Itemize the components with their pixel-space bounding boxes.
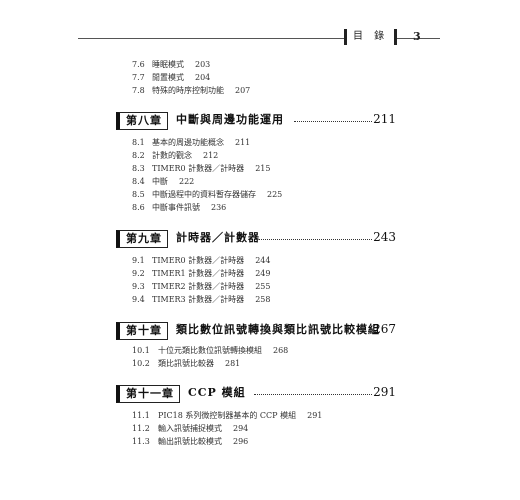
entry-page: 281: [225, 359, 241, 368]
entry-title: 基本的周邊功能概念: [152, 138, 224, 147]
entry-title: TIMER3 計數器／計時器: [152, 295, 245, 304]
entry-page: 296: [233, 437, 249, 446]
toc-entry: 10.1 十位元類比數位訊號轉換模組 268: [132, 345, 288, 356]
entry-page: 222: [179, 177, 195, 186]
toc-entry: 11.1 PIC18 系列微控制器基本的 CCP 模組 291: [132, 410, 322, 421]
entry-title: 輸入訊號捕捉模式: [158, 424, 222, 433]
toc-entry: 7.8 特殊的時序控制功能 207: [132, 85, 250, 96]
entry-title: 睡眠模式: [152, 60, 184, 69]
entry-page: 215: [255, 164, 271, 173]
entry-number: 8.5: [132, 190, 145, 199]
toc-entry: 7.7 閒置模式 204: [132, 72, 210, 83]
chapter-page: 291: [373, 385, 396, 399]
leader-dots: [256, 239, 372, 240]
toc-entry: 11.2 輸入訊號捕捉模式 294: [132, 423, 248, 434]
entry-title: PIC18 系列微控制器基本的 CCP 模組: [158, 411, 297, 420]
chapter-heading-9: 第九章 計時器／計數器 243: [116, 228, 396, 248]
toc-entry: 9.2 TIMER1 計數器／計時器 249: [132, 268, 270, 279]
entry-page: 207: [235, 86, 251, 95]
entry-title: 十位元類比數位訊號轉換模組: [158, 346, 262, 355]
chapter-page: 267: [373, 322, 396, 336]
entry-number: 7.7: [132, 73, 145, 82]
entry-number: 7.8: [132, 86, 145, 95]
chapter-label: 第十章: [116, 322, 168, 340]
running-header-section: 目 錄: [344, 29, 398, 45]
chapter-title: 類比數位訊號轉換與類比訊號比較模組: [176, 323, 380, 336]
entry-page: 203: [195, 60, 211, 69]
toc-entry: 7.6 睡眠模式 203: [132, 59, 210, 70]
entry-page: 244: [255, 256, 271, 265]
entry-title: 中斷事件訊號: [152, 203, 200, 212]
toc-entry: 8.6 中斷事件訊號 236: [132, 202, 226, 213]
entry-number: 11.3: [132, 437, 150, 446]
chapter-page: 211: [373, 112, 396, 126]
entry-title: 類比訊號比較器: [158, 359, 214, 368]
entry-title: TIMER0 計數器／計時器: [152, 164, 245, 173]
entry-number: 7.6: [132, 60, 145, 69]
page-number: 3: [413, 30, 421, 43]
entry-number: 8.3: [132, 164, 145, 173]
entry-title: 計數的觀念: [152, 151, 192, 160]
chapter-title: 中斷與周邊功能運用: [176, 113, 284, 126]
entry-page: 258: [255, 295, 271, 304]
entry-number: 9.1: [132, 256, 145, 265]
entry-title: 輸出訊號比較模式: [158, 437, 222, 446]
entry-number: 11.1: [132, 411, 150, 420]
toc-entry: 9.1 TIMER0 計數器／計時器 244: [132, 255, 270, 266]
leader-dots: [294, 121, 372, 122]
entry-title: TIMER2 計數器／計時器: [152, 282, 245, 291]
entry-number: 11.2: [132, 424, 150, 433]
entry-number: 8.2: [132, 151, 145, 160]
chapter-label: 第九章: [116, 230, 168, 248]
chapter-title: 計時器／計數器: [176, 231, 260, 244]
chapter-page: 243: [373, 230, 396, 244]
entry-title: 閒置模式: [152, 73, 184, 82]
entry-title: 中斷: [152, 177, 168, 186]
entry-number: 8.4: [132, 177, 145, 186]
chapter-label: 第八章: [116, 112, 168, 130]
entry-page: 225: [267, 190, 283, 199]
chapter-heading-11: 第十一章 CCP 模組 291: [116, 383, 396, 403]
entry-page: 294: [233, 424, 249, 433]
chapter-label: 第十一章: [116, 385, 180, 403]
entry-page: 212: [203, 151, 219, 160]
toc-entry: 11.3 輸出訊號比較模式 296: [132, 436, 248, 447]
entry-page: 291: [307, 411, 323, 420]
toc-entry: 8.5 中斷過程中的資料暫存器儲存 225: [132, 189, 282, 200]
toc-entry: 10.2 類比訊號比較器 281: [132, 358, 240, 369]
entry-page: 211: [235, 138, 251, 147]
toc-entry: 9.4 TIMER3 計數器／計時器 258: [132, 294, 270, 305]
chapter-heading-8: 第八章 中斷與周邊功能運用 211: [116, 110, 396, 130]
leader-dots: [254, 394, 372, 395]
toc-entry: 9.3 TIMER2 計數器／計時器 255: [132, 281, 270, 292]
toc-entry: 8.3 TIMER0 計數器／計時器 215: [132, 163, 270, 174]
toc-entry: 8.2 計數的觀念 212: [132, 150, 218, 161]
chapter-heading-10: 第十章 類比數位訊號轉換與類比訊號比較模組 267: [116, 320, 396, 340]
entry-page: 236: [211, 203, 227, 212]
entry-title: TIMER1 計數器／計時器: [152, 269, 245, 278]
entry-number: 8.1: [132, 138, 145, 147]
entry-page: 204: [195, 73, 211, 82]
toc-entry: 8.1 基本的周邊功能概念 211: [132, 137, 250, 148]
entry-title: 中斷過程中的資料暫存器儲存: [152, 190, 256, 199]
entry-page: 249: [255, 269, 271, 278]
entry-number: 8.6: [132, 203, 145, 212]
entry-title: TIMER0 計數器／計時器: [152, 256, 245, 265]
entry-number: 9.4: [132, 295, 145, 304]
toc-entry: 8.4 中斷 222: [132, 176, 194, 187]
chapter-title: CCP 模組: [188, 386, 246, 399]
entry-number: 9.2: [132, 269, 145, 278]
entry-page: 268: [273, 346, 289, 355]
header-rule: [78, 38, 440, 39]
entry-number: 10.2: [132, 359, 150, 368]
entry-number: 9.3: [132, 282, 145, 291]
entry-title: 特殊的時序控制功能: [152, 86, 224, 95]
entry-page: 255: [255, 282, 271, 291]
leader-dots: [368, 331, 372, 332]
entry-number: 10.1: [132, 346, 150, 355]
